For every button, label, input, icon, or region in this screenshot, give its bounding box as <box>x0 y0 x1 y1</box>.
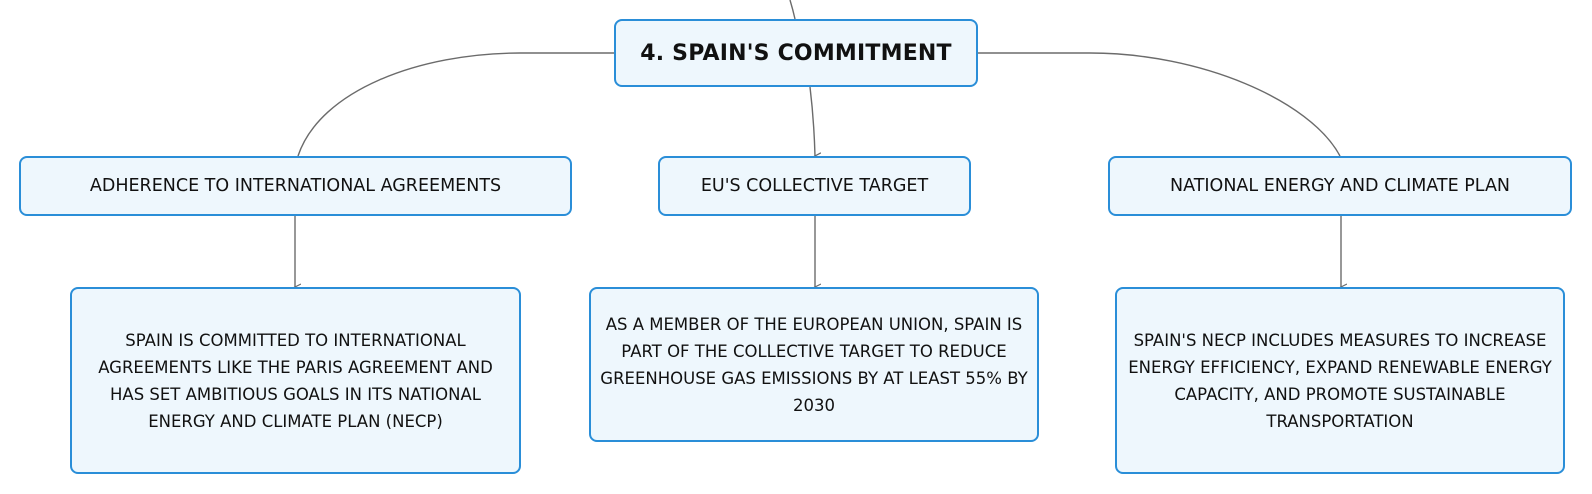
adherence-node[interactable]: ADHERENCE TO INTERNATIONAL AGREEMENTS <box>19 156 572 216</box>
necp-detail-node[interactable]: SPAIN'S NECP INCLUDES MEASURES TO INCREA… <box>1115 287 1565 474</box>
necp-detail-text: SPAIN'S NECP INCLUDES MEASURES TO INCREA… <box>1128 330 1552 431</box>
connector-root-to-necp <box>978 52 1341 157</box>
connector-from-above <box>789 0 796 20</box>
necp-node-label: NATIONAL ENERGY AND CLIMATE PLAN <box>1169 176 1511 196</box>
root-node-label: 4. SPAIN'S COMMITMENT <box>640 40 952 66</box>
connector-root-to-eu-target <box>809 86 815 156</box>
eu-target-node[interactable]: EU'S COLLECTIVE TARGET <box>658 156 971 216</box>
connector-root-to-adherence <box>297 52 614 157</box>
eu-target-node-label: EU'S COLLECTIVE TARGET <box>700 176 929 196</box>
root-node[interactable]: 4. SPAIN'S COMMITMENT <box>614 19 978 87</box>
adherence-detail-text: SPAIN IS COMMITTED TO INTERNATIONAL AGRE… <box>98 330 493 431</box>
adherence-detail-node[interactable]: SPAIN IS COMMITTED TO INTERNATIONAL AGRE… <box>70 287 521 474</box>
eu-target-detail-node[interactable]: AS A MEMBER OF THE EUROPEAN UNION, SPAIN… <box>589 287 1039 442</box>
necp-node[interactable]: NATIONAL ENERGY AND CLIMATE PLAN <box>1108 156 1572 216</box>
eu-target-detail-text: AS A MEMBER OF THE EUROPEAN UNION, SPAIN… <box>600 314 1028 415</box>
adherence-node-label: ADHERENCE TO INTERNATIONAL AGREEMENTS <box>89 176 502 196</box>
